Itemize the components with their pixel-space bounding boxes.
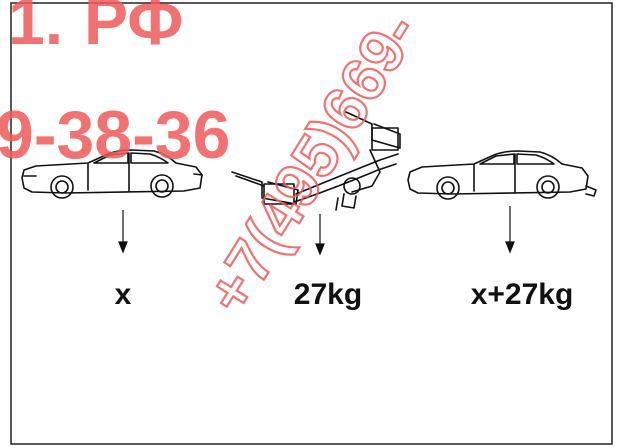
- watermark-top: РФ: [84, 0, 183, 58]
- arrow-down-icon: [118, 210, 128, 254]
- arrow-down-icon: [315, 214, 325, 256]
- watermark: 1. РФ 9-38-36 +7(495)669-: [0, 0, 433, 327]
- sedan-car-with-hitch-icon: [407, 150, 597, 200]
- diagram-frame: [10, 2, 613, 445]
- tow-hitch-icon: [231, 111, 401, 211]
- watermark-phone-partial: 9-38-36: [0, 97, 230, 173]
- hitch-weight-label: 27kg: [294, 278, 362, 311]
- total-weight-label: x+27kg: [471, 278, 574, 311]
- car-weight-label: x: [115, 278, 132, 311]
- sedan-car-icon: [21, 149, 203, 199]
- arrow-down-icon: [505, 206, 515, 254]
- watermark-top-prefix: 1.: [8, 0, 63, 58]
